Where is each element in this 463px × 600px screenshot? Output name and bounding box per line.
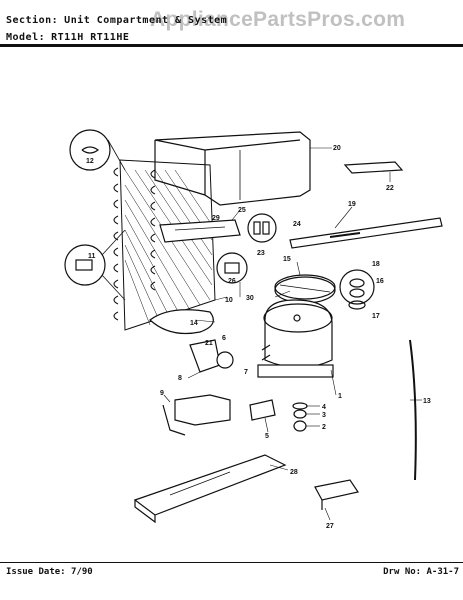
callout-22: 22 <box>386 185 394 192</box>
callout-13: 13 <box>423 398 431 405</box>
callout-1: 1 <box>338 393 342 400</box>
callout-19: 19 <box>348 201 356 208</box>
callout-26: 26 <box>228 278 236 285</box>
callout-9: 9 <box>160 390 164 397</box>
detail-circle-11 <box>64 229 126 301</box>
callout-4: 4 <box>322 404 326 411</box>
callout-29: 29 <box>212 215 220 222</box>
detail-circle-12 <box>69 129 126 171</box>
watermark-text: AppliancePartsPros.com <box>150 8 406 31</box>
bracket-27 <box>314 479 359 510</box>
model-label: Model: <box>6 32 46 43</box>
callout-3: 3 <box>322 412 326 419</box>
callout-23: 23 <box>257 250 265 257</box>
drain-tube-13 <box>409 339 417 481</box>
start-relay-assembly <box>162 339 276 436</box>
section-label: Section: <box>6 15 59 26</box>
fan-motor-circle <box>339 269 375 310</box>
callout-7: 7 <box>244 369 248 376</box>
condenser-coil <box>113 159 216 331</box>
callout-30: 30 <box>246 295 254 302</box>
leader-lines <box>163 147 422 521</box>
callout-labels: 1 2 3 4 5 6 7 8 9 10 11 12 13 14 15 16 1… <box>86 145 431 530</box>
drier-tube <box>149 309 214 335</box>
callout-14: 14 <box>190 320 198 327</box>
fan-blade <box>274 274 336 304</box>
callout-18: 18 <box>372 261 380 268</box>
callout-27: 27 <box>326 523 334 530</box>
issue-date: Issue Date: 7/90 <box>6 567 93 577</box>
callout-17: 17 <box>372 313 380 320</box>
control-bracket <box>159 213 277 243</box>
callout-24: 24 <box>293 221 301 228</box>
callout-20: 20 <box>333 145 341 152</box>
callout-21: 21 <box>205 340 213 347</box>
callout-5: 5 <box>265 433 269 440</box>
section-line: Section: Unit Compartment & System <box>6 15 227 26</box>
callout-6: 6 <box>222 335 226 342</box>
unit-cover <box>154 131 311 206</box>
callout-8: 8 <box>178 375 182 382</box>
model-value: RT11H RT11HE <box>51 32 130 43</box>
callout-12: 12 <box>86 158 94 165</box>
callout-11: 11 <box>88 253 96 260</box>
grommets <box>292 402 308 432</box>
drawing-number: Drw No: A-31-7 <box>383 567 459 577</box>
base-plate <box>133 454 287 524</box>
callout-10: 10 <box>225 297 233 304</box>
footer-rule <box>0 562 463 563</box>
compressor <box>257 299 334 378</box>
callout-28: 28 <box>290 469 298 476</box>
callout-15: 15 <box>283 256 291 263</box>
model-line: Model: RT11H RT11HE <box>6 32 129 43</box>
header-rule <box>0 44 463 47</box>
detail-circle-26 <box>216 252 248 284</box>
bracket-22 <box>343 161 404 174</box>
callout-25: 25 <box>238 207 246 214</box>
callout-16: 16 <box>376 278 384 285</box>
wire-harness-19 <box>289 217 443 249</box>
callout-2: 2 <box>322 424 326 431</box>
section-value: Unit Compartment & System <box>64 15 228 26</box>
